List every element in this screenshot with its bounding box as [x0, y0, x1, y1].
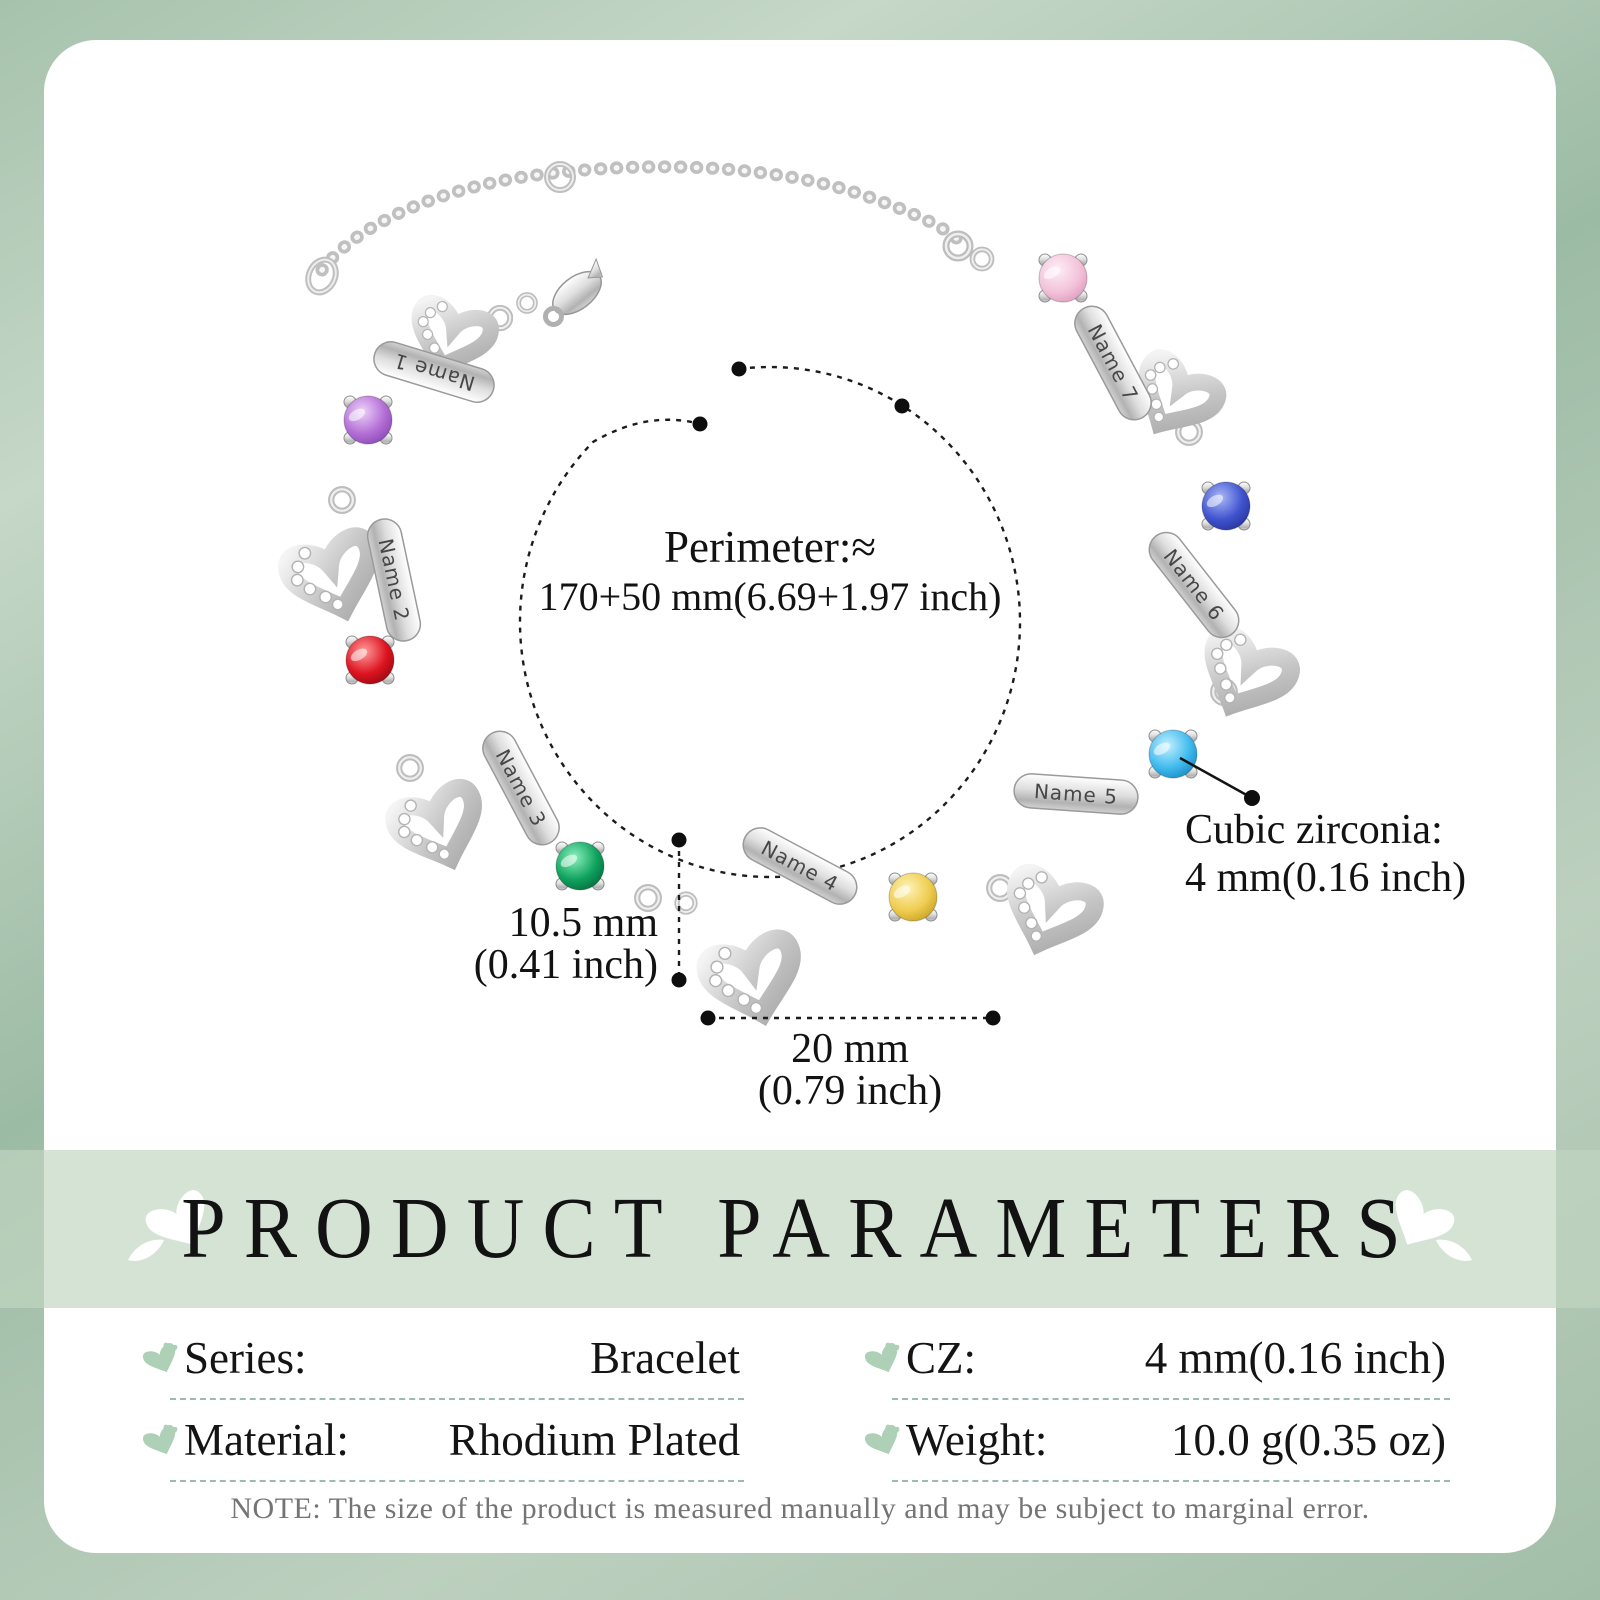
dashed-divider: [170, 1480, 744, 1482]
lobster-clasp: [490, 257, 604, 331]
table-row: CZ: 4 mm(0.16 inch): [862, 1318, 1462, 1398]
width-dimension: 20 mm (0.79 inch): [700, 1010, 1001, 1114]
extension-chain: [305, 160, 992, 296]
section-title: PRODUCT PARAMETERS: [181, 1180, 1419, 1276]
param-value: 10.0 g(0.35 oz): [1171, 1415, 1446, 1465]
param-value: Rhodium Plated: [448, 1415, 740, 1465]
circle-dot: [692, 416, 708, 432]
perimeter-circle: Perimeter:≈ 170+50 mm(6.69+1.97 inch): [518, 361, 1022, 879]
table-row: Material: Rhodium Plated: [140, 1400, 756, 1480]
circle-dot: [731, 361, 747, 377]
green-heart-icon: [140, 1338, 184, 1378]
width-value: 20 mm: [791, 1026, 909, 1072]
param-label: Material:: [184, 1415, 349, 1465]
bracelet-link: Name 6: [1148, 481, 1297, 722]
width-value-inch: (0.79 inch): [758, 1068, 942, 1114]
dashed-divider: [170, 1398, 744, 1400]
birthstone-blue: [1201, 481, 1251, 531]
height-dimension: 10.5 mm (0.41 inch): [474, 832, 687, 988]
chain-end-ring: [305, 256, 339, 296]
dashed-divider: [892, 1398, 1450, 1400]
white-heart-decoration: [1395, 1190, 1472, 1261]
birthstone-purple: [343, 395, 393, 445]
birthstone-red: [345, 635, 395, 685]
engraved-name: Name 5: [1033, 779, 1119, 809]
param-label: Weight:: [906, 1415, 1048, 1465]
bracelet-link: Name 7: [1038, 253, 1224, 443]
green-heart-icon: [140, 1420, 184, 1460]
cz-callout-value: 4 mm(0.16 inch): [1185, 855, 1466, 901]
birthstone-lightblue: [1148, 729, 1198, 779]
param-label: Series:: [184, 1333, 307, 1383]
chain-adjuster-ring: [544, 161, 576, 193]
birthstone-green: [555, 841, 605, 891]
table-row: Weight: 10.0 g(0.35 oz): [862, 1400, 1462, 1480]
bracelet-link: Name 1: [343, 296, 498, 445]
cz-callout: Cubic zirconia: 4 mm(0.16 inch): [1179, 756, 1466, 901]
measurement-note: NOTE: The size of the product is measure…: [230, 1492, 1370, 1525]
green-heart-icon: [862, 1420, 906, 1460]
circle-dot: [894, 398, 910, 414]
bracelet-link: Name 3: [389, 730, 605, 891]
perimeter-label: Perimeter:≈: [664, 522, 876, 572]
birthstone-yellow: [888, 872, 938, 922]
height-value: 10.5 mm: [509, 900, 659, 946]
param-label: CZ:: [906, 1333, 977, 1383]
cz-callout-label: Cubic zirconia:: [1185, 807, 1443, 853]
param-value: Bracelet: [590, 1333, 740, 1383]
parameters-table-right: CZ: 4 mm(0.16 inch) Weight: 10.0 g(0.35 …: [862, 1318, 1462, 1482]
parameters-table-left: Series: Bracelet Material: Rhodium Plate…: [140, 1318, 756, 1482]
table-row: Series: Bracelet: [140, 1318, 756, 1398]
param-value: 4 mm(0.16 inch): [1144, 1333, 1446, 1383]
title-band: PRODUCT PARAMETERS: [0, 1150, 1600, 1308]
green-heart-icon: [862, 1338, 906, 1378]
bracelet-link: Name 4: [702, 827, 938, 1024]
dashed-divider: [892, 1480, 1450, 1482]
height-value-inch: (0.41 inch): [474, 942, 658, 988]
birthstone-pink: [1038, 253, 1088, 303]
perimeter-value: 170+50 mm(6.69+1.97 inch): [539, 574, 1002, 619]
bracelet-link: Name 5: [1000, 729, 1198, 957]
bracelet-link: Name 2: [282, 518, 422, 685]
white-heart-decoration: [128, 1190, 205, 1261]
